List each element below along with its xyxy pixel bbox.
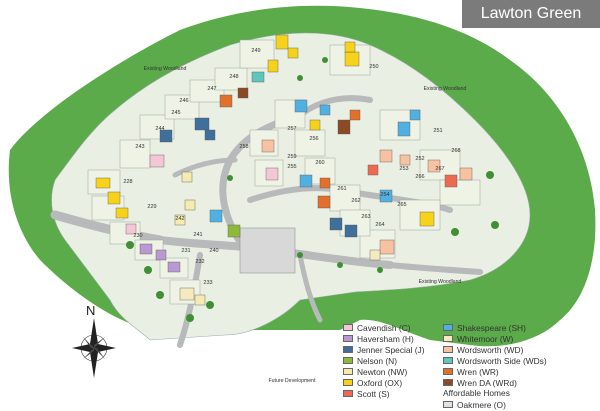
legend-swatch	[443, 346, 453, 353]
legend-label: Cavendish (C)	[357, 322, 411, 333]
woodland-ne-label: Existing Woodland	[424, 86, 467, 92]
plot-number: 233	[203, 280, 212, 286]
plot-number: 260	[315, 160, 324, 166]
legend-item: Wordsworth (WD)	[443, 344, 547, 355]
legend-label: Nelson (N)	[357, 355, 398, 366]
affordable-homes-heading: Affordable Homes	[443, 388, 510, 398]
plot-number: 259	[287, 154, 296, 160]
legend-label: Scott (S)	[357, 388, 390, 399]
plot-number: 257	[287, 126, 296, 132]
legend-swatch	[443, 368, 453, 375]
woodland-se-label: Existing Woodland	[419, 279, 462, 285]
plot-number: 247	[207, 86, 216, 92]
legend-label: Whitemoor (W)	[457, 333, 514, 344]
legend-item: Wordsworth Side (WDs)	[443, 355, 547, 366]
plot-number: 243	[135, 144, 144, 150]
plot-number: 245	[171, 110, 180, 116]
compass-north-label: N	[86, 303, 96, 318]
house-type-legend: Cavendish (C)Haversham (H)Jenner Special…	[343, 322, 593, 410]
legend-item: Newton (NW)	[343, 366, 425, 377]
legend-label: Oxford (OX)	[357, 377, 403, 388]
plot-number: 267	[435, 166, 444, 172]
legend-item: Wren DA (WRd)	[443, 377, 547, 388]
legend-label: Wordsworth Side (WDs)	[457, 355, 547, 366]
plot-number: 251	[433, 128, 442, 134]
plot-number: 252	[415, 156, 424, 162]
legend-item: Nelson (N)	[343, 355, 425, 366]
legend-label: Newton (NW)	[357, 366, 408, 377]
plot-number: 266	[415, 174, 424, 180]
plot-number: 231	[181, 248, 190, 254]
roads	[50, 95, 483, 348]
legend-label: Jenner Special (J)	[357, 344, 425, 355]
plot-number: 230	[133, 233, 142, 239]
legend-label: Wren (WR)	[457, 366, 499, 377]
plot-number: 242	[175, 216, 184, 222]
plot-number: 256	[309, 136, 318, 142]
legend-swatch	[343, 335, 353, 342]
legend-column-right: Shakespeare (SH)Whitemoor (W)Wordsworth …	[443, 322, 547, 410]
plot-number: 228	[123, 179, 132, 185]
plot-number: 264	[375, 222, 384, 228]
plot-number: 229	[147, 204, 156, 210]
trees	[126, 57, 499, 322]
plot-number: 262	[351, 198, 360, 204]
legend-label: Haversham (H)	[357, 333, 414, 344]
legend-swatch	[443, 379, 453, 386]
legend-swatch	[343, 324, 353, 331]
plot-number: 240	[209, 248, 218, 254]
woodland-nw-label: Existing Woodland	[144, 66, 187, 72]
legend-item: Scott (S)	[343, 388, 425, 399]
parking-area	[239, 227, 296, 274]
plot-number: 232	[195, 259, 204, 265]
legend-item: Shakespeare (SH)	[443, 322, 547, 333]
plot-number: 268	[451, 148, 460, 154]
legend-column-left: Cavendish (C)Haversham (H)Jenner Special…	[343, 322, 425, 399]
compass-rose	[72, 318, 116, 378]
plot-number: 258	[239, 144, 248, 150]
plot-number: 254	[380, 192, 389, 198]
plot-number: 261	[337, 186, 346, 192]
legend-label: Shakespeare (SH)	[457, 322, 526, 333]
plot-number: 265	[397, 202, 406, 208]
legend-item: Oakmere (O)	[443, 399, 547, 410]
legend-item: Jenner Special (J)	[343, 344, 425, 355]
plot-number: 249	[251, 48, 260, 54]
legend-item: Oxford (OX)	[343, 377, 425, 388]
legend-swatch	[443, 401, 453, 408]
plot-number: 255	[287, 164, 296, 170]
plot-number: 241	[193, 232, 202, 238]
plot-number: 263	[361, 214, 370, 220]
legend-swatch	[443, 335, 453, 342]
legend-label: Oakmere (O)	[457, 399, 506, 410]
plot-number: 248	[229, 74, 238, 80]
page-title: Lawton Green	[462, 0, 600, 28]
houses	[95, 34, 473, 306]
title-text: Lawton Green	[480, 5, 582, 22]
plot-number: 253	[399, 166, 408, 172]
legend-item: Cavendish (C)	[343, 322, 425, 333]
legend-item: Haversham (H)	[343, 333, 425, 344]
legend-swatch	[343, 357, 353, 364]
plot-number: 244	[155, 126, 164, 132]
legend-item: Wren (WR)	[443, 366, 547, 377]
legend-swatch	[343, 379, 353, 386]
future-development-label: Future Development	[269, 378, 317, 384]
legend-swatch	[343, 346, 353, 353]
legend-swatch	[443, 357, 453, 364]
legend-swatch	[343, 390, 353, 397]
legend-label: Wren DA (WRd)	[457, 377, 517, 388]
plot-number-labels: 228 229 230 231 232 233 240 241 242 243 244 245 246 2…	[123, 48, 460, 286]
legend-swatch	[343, 368, 353, 375]
plot-number: 250	[369, 64, 378, 70]
legend-swatch	[443, 324, 453, 331]
legend-label: Wordsworth (WD)	[457, 344, 524, 355]
legend-item: Whitemoor (W)	[443, 333, 547, 344]
plot-number: 246	[179, 98, 188, 104]
